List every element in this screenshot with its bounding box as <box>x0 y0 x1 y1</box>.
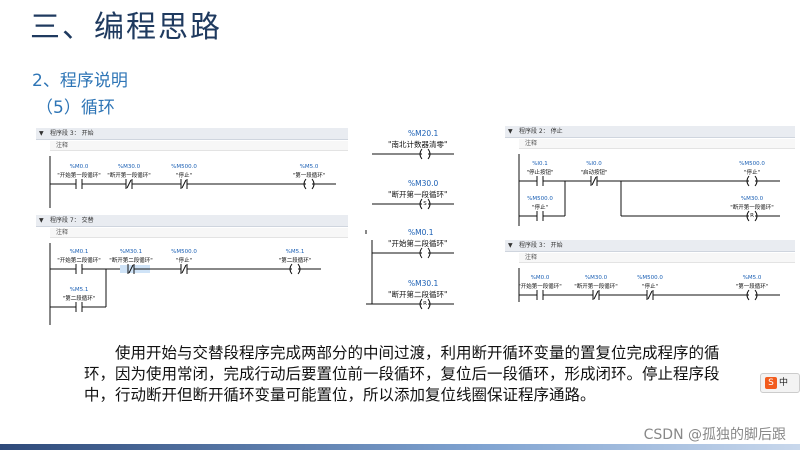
ladder-rung-graphic <box>518 268 780 302</box>
coil-name: "第一段循环" <box>735 284 769 290</box>
network-header: ▼ 程序段 2： 停止 <box>505 126 795 138</box>
contact-name: "开始第一段循环" <box>518 284 562 290</box>
coil-name: "第二段循环" <box>278 258 312 264</box>
explanation-paragraph: 使用开始与交替段程序完成两部分的中间过渡，利用断开循环变量的置复位完成程序的循环… <box>84 344 720 404</box>
coil-type: R <box>423 301 427 307</box>
contact-address: %M500.0 <box>637 275 663 281</box>
coil-name: "断开第一段循环" <box>388 190 448 199</box>
contact-address: %M0.0 <box>69 164 89 170</box>
collapse-triangle-icon[interactable]: ▼ <box>508 242 513 249</box>
contact-address: %M30.0 <box>584 275 608 281</box>
ladder-rung-graphic <box>49 243 321 325</box>
contact-name: "停止" <box>175 258 193 264</box>
contact-name: "停止" <box>175 173 193 179</box>
ladder-rung-graphic <box>49 156 336 208</box>
section-subtitle: 2、程序说明 <box>32 71 128 91</box>
coil-address: %M0.1 <box>408 228 434 237</box>
collapse-triangle-icon[interactable]: ▼ <box>39 130 44 137</box>
contact-address: %M0.0 <box>530 275 550 281</box>
ladder-rung-graphic <box>518 154 780 226</box>
coil-name: "开始第二段循环" <box>388 239 448 248</box>
contact-name: "停止按钮" <box>526 170 554 176</box>
collapse-triangle-icon[interactable]: ▼ <box>39 217 44 224</box>
network-comment: 注释 <box>50 228 348 238</box>
coil-address: %M30.1 <box>408 279 439 288</box>
section-subsubtitle: （5）循环 <box>36 98 115 118</box>
contact-address: %M30.1 <box>119 249 143 255</box>
watermark: CSDN @孤独的脚后跟 <box>643 427 786 443</box>
contact-address: %I0.1 <box>532 161 548 167</box>
coil-name: "南北计数器清零" <box>388 140 448 149</box>
coil-name: "第一段循环" <box>292 173 326 179</box>
branch-contact-address: %M500.0 <box>527 196 553 202</box>
branch-contact-address: %M5.1 <box>69 287 89 293</box>
network-header: ▼ 程序段 3： 开始 <box>505 240 795 252</box>
network-comment: 注释 <box>50 141 348 151</box>
contact-address: %I0.0 <box>586 161 602 167</box>
coil-address: %M5.1 <box>285 249 305 255</box>
network-header: ▼ 程序段 7： 交替 <box>36 215 348 227</box>
contact-name: "开始第一段循环" <box>57 173 101 179</box>
coil-name: "停止" <box>743 170 761 176</box>
ladder-network-2-right: ▼ 程序段 2： 停止 注释 %I0.1 "停止按钮" %I0.0 "启动按钮"… <box>505 126 795 230</box>
network-header: ▼ 程序段 3： 开始 <box>36 128 348 140</box>
sogou-icon[interactable]: S <box>765 376 777 389</box>
ime-mode-label[interactable]: 中 <box>779 378 789 388</box>
branch-contact-name: "停止" <box>531 205 549 211</box>
contact-address: %M0.1 <box>69 249 89 255</box>
contact-address: %M500.0 <box>171 249 197 255</box>
ladder-coil-column: %M20.1 "南北计数器清零" %M30.0 "断开第一段循环" S %M0.… <box>362 126 472 316</box>
page-title: 三、编程思路 <box>30 10 222 45</box>
network-comment: 注释 <box>519 253 795 263</box>
contact-address: %M30.0 <box>117 164 141 170</box>
ladder-network-7: ▼ 程序段 7： 交替 注释 %M0.1 "开始第二段循环" %M30.1 "断… <box>36 215 348 327</box>
contact-name: "启动按钮" <box>580 170 608 176</box>
coil-type: R <box>750 213 754 219</box>
ladder-coil-graphic <box>365 148 454 310</box>
coil-address: %M5.0 <box>299 164 319 170</box>
coil-address: %M5.0 <box>742 275 762 281</box>
slide-bottom-bar <box>0 444 800 450</box>
contact-name: "断开第一段循环" <box>107 173 151 179</box>
coil-address: %M30.0 <box>740 196 764 202</box>
ladder-network-3-right: ▼ 程序段 3： 开始 注释 %M0.0 "开始第一段循环" %M30.0 "断… <box>505 240 795 304</box>
contact-address: %M500.0 <box>171 164 197 170</box>
branch-contact-name: "第二段循环" <box>62 296 96 302</box>
coil-address: %M500.0 <box>739 161 765 167</box>
coil-name: "断开第一段循环" <box>730 205 774 211</box>
contact-name: "停止" <box>641 284 659 290</box>
contact-name: "开始第二段循环" <box>57 258 101 264</box>
coil-name: "断开第二段循环" <box>388 290 448 299</box>
contact-name: "断开第一段循环" <box>574 284 618 290</box>
ladder-network-3-left: ▼ 程序段 3： 开始 注释 %M0.0 "开始第一段循环" %M30.0 "断… <box>36 128 348 210</box>
collapse-triangle-icon[interactable]: ▼ <box>508 128 513 135</box>
contact-name: "断开第二段循环" <box>109 258 153 264</box>
coil-type: S <box>423 201 427 207</box>
network-comment: 注释 <box>519 139 795 149</box>
coil-address: %M30.0 <box>408 179 439 188</box>
coil-address: %M20.1 <box>408 129 439 138</box>
